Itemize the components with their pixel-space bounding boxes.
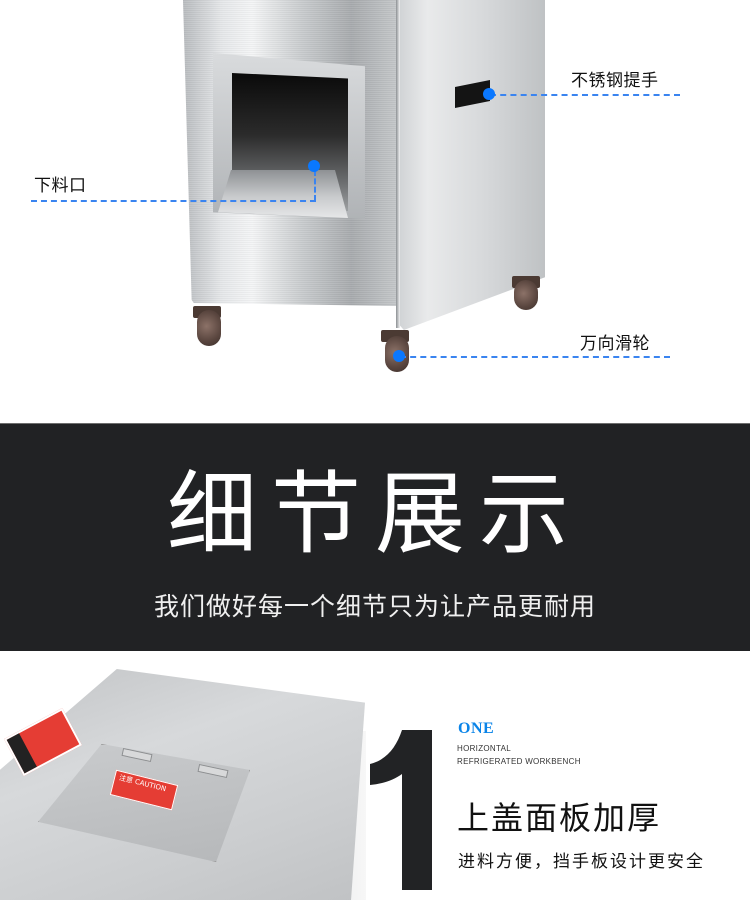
discharge-chute-tray bbox=[218, 170, 348, 218]
callout-dot-discharge-port bbox=[308, 160, 320, 172]
callout-line-casters bbox=[400, 356, 670, 358]
callout-dot-casters bbox=[393, 350, 405, 362]
english-subtitle-line2: REFRIGERATED WORKBENCH bbox=[457, 757, 581, 766]
callout-label-discharge-port: 下料口 bbox=[34, 176, 87, 196]
feature-description: 进料方便，挡手板设计更安全 bbox=[458, 852, 705, 872]
caster-wheel-front-left bbox=[197, 310, 221, 346]
feature-title: 上盖面板加厚 bbox=[457, 799, 662, 837]
caster-wheel-rear bbox=[514, 280, 538, 310]
callout-dot-handle bbox=[483, 88, 495, 100]
english-subtitle-line1: HORIZONTAL bbox=[457, 744, 511, 753]
detail-one-section: 注意 CAUTION 1 ONE HORIZONTAL REFRIGERATED… bbox=[0, 651, 750, 900]
number-one-graphic bbox=[370, 730, 432, 890]
callout-label-handle: 不锈钢提手 bbox=[571, 71, 659, 91]
banner-subtitle: 我们做好每一个细节只为让产品更耐用 bbox=[153, 592, 596, 621]
detail-ordinal: ONE bbox=[458, 720, 495, 737]
detail-showcase-banner: 细节展示 我们做好每一个细节只为让产品更耐用 bbox=[0, 423, 750, 651]
cabinet-edge bbox=[396, 0, 400, 328]
callout-line-discharge-port-vertical bbox=[314, 170, 316, 201]
callout-label-casters: 万向滑轮 bbox=[580, 334, 650, 354]
callout-line-discharge-port bbox=[31, 200, 316, 202]
machine-overview-section: 下料口 不锈钢提手 万向滑轮 bbox=[0, 0, 750, 423]
banner-title: 细节展示 bbox=[167, 462, 583, 567]
callout-line-handle bbox=[490, 94, 680, 96]
cabinet-side-panel bbox=[398, 0, 545, 330]
